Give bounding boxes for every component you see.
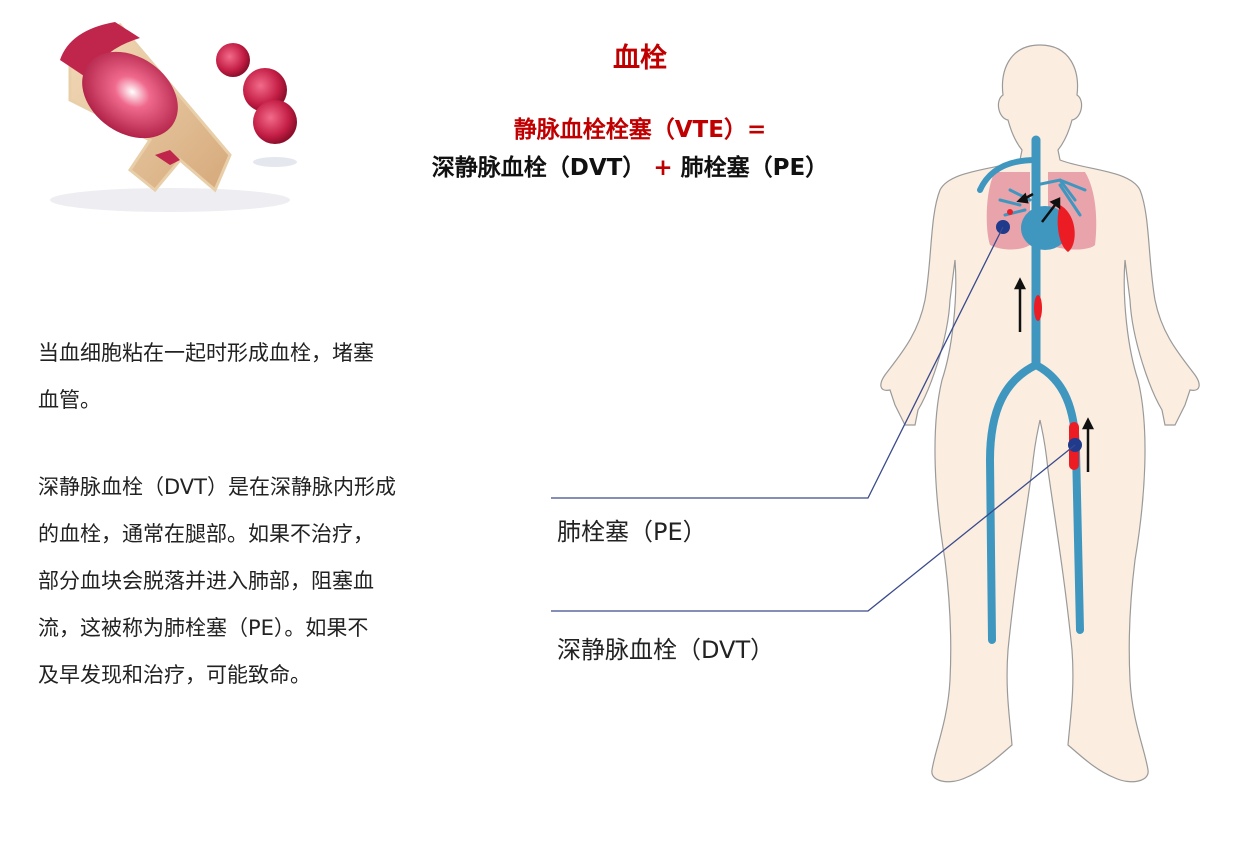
text-line: 血管。 [38,388,101,412]
lung-embolus [1057,205,1075,252]
page-title: 血栓 [613,43,667,74]
text-line: 及早发现和治疗，可能致命。 [38,663,311,687]
text-line: 的血栓，通常在腿部。如果不治疗， [38,522,374,546]
text-line: 深静脉血栓（DVT）是在深静脉内形成 [38,475,396,499]
vte-equation-line1: 静脉血栓栓塞（VTE）= [513,117,767,143]
dvt-label: 深静脉血栓（DVT） [557,636,775,664]
pe-leader-line [551,226,1004,499]
dvt-explanation-paragraph: 深静脉血栓（DVT）是在深静脉内形成 的血栓，通常在腿部。如果不治疗， 部分血块… [38,464,478,699]
body-silhouette [880,44,1200,783]
heart [1021,206,1069,250]
vte-equation-line2: 深静脉血栓（DVT） + 肺栓塞（PE） [360,148,900,182]
pe-label: 肺栓塞（PE） [557,518,707,546]
dvt-leader-line [551,444,1076,612]
pe-term: 肺栓塞（PE） [680,155,829,181]
text-line: 流，这被称为肺栓塞（PE）。如果不 [38,616,369,640]
definition-paragraph: 当血细胞粘在一起时形成血栓，堵塞 血管。 [38,330,478,424]
plus-sign: + [653,155,673,181]
blood-clot-illustration [50,22,297,212]
dvt-term: 深静脉血栓（DVT） [431,155,646,181]
text-line: 当血细胞粘在一起时形成血栓，堵塞 [38,341,374,365]
text-line: 部分血块会脱落并进入肺部，阻塞血 [38,569,374,593]
